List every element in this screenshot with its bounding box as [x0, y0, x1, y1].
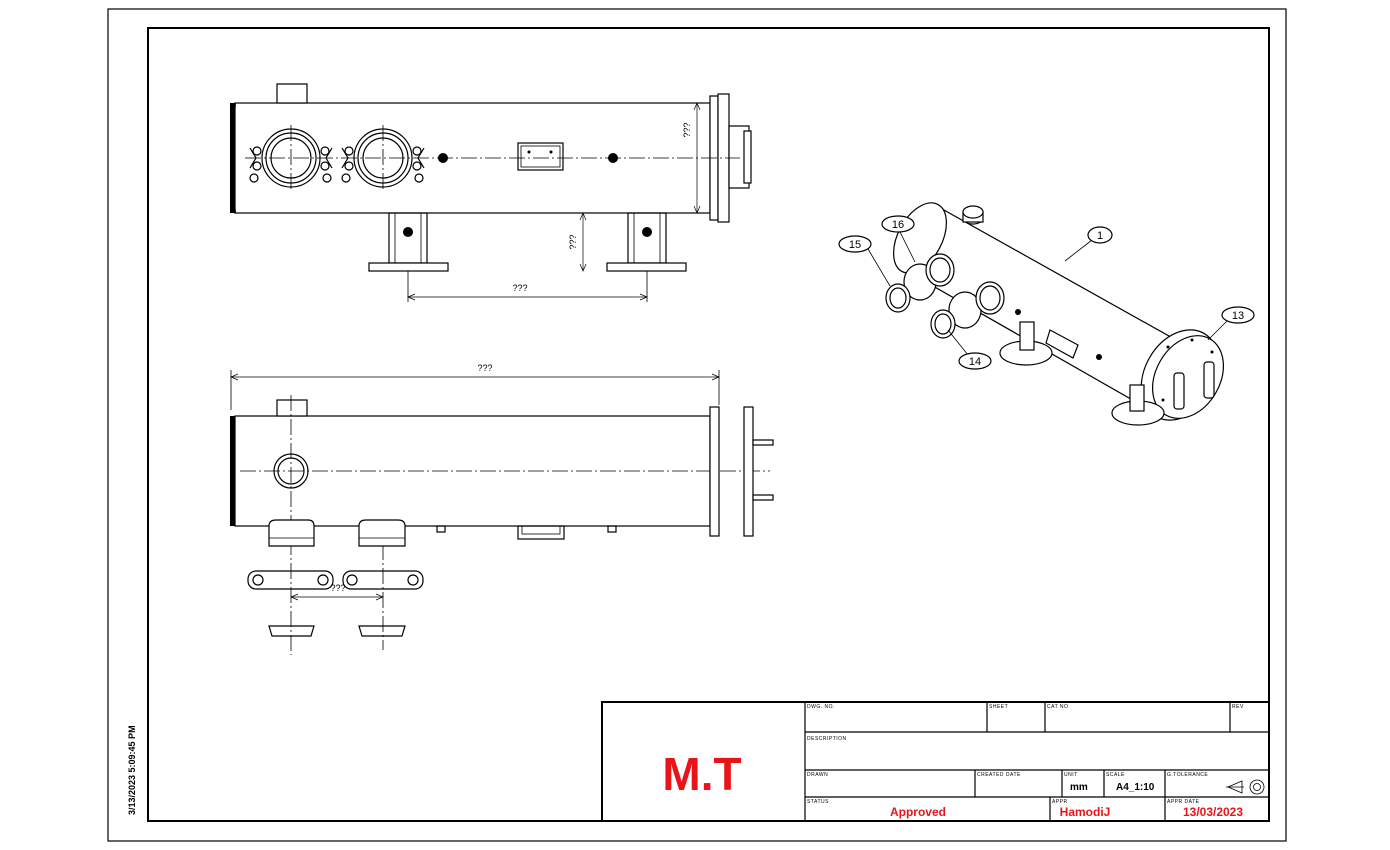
top-clamp-spacing-dim: ???	[290, 583, 384, 601]
front-nozzle-spacing-label: ???	[512, 283, 527, 293]
unit-label: UNIT	[1064, 772, 1078, 778]
svg-text:1: 1	[1097, 230, 1103, 242]
projection-symbol-icon	[1226, 779, 1265, 795]
balloon-1: 1	[1064, 226, 1113, 262]
unit-value: mm	[1070, 782, 1088, 793]
top-cap-2	[358, 625, 406, 637]
front-bottom-nozzle-1	[368, 212, 449, 272]
front-nameplate-bracket	[517, 142, 564, 171]
appr-value: HamodiJ	[1060, 805, 1111, 819]
top-overall-length-label: ???	[477, 363, 492, 373]
status-label: STATUS	[807, 799, 829, 805]
front-bottom-nozzle-2	[606, 212, 687, 272]
tolerance-label: G.TOLERANCE	[1167, 772, 1208, 778]
top-bottom-nozzle-1	[268, 519, 315, 547]
sheet-label: SHEET	[989, 704, 1008, 710]
svg-text:13: 13	[1232, 310, 1244, 322]
top-right-cover	[743, 406, 754, 537]
balloon-14: 14	[947, 329, 992, 370]
appr-date-label: APPR DATE	[1167, 799, 1200, 805]
front-nozzle-spacing-dim: ???	[407, 271, 648, 302]
front-nozzle-height-label: ???	[568, 234, 578, 249]
front-nozzle-height-dim: ???	[568, 212, 628, 272]
top-overall-length-dim: ???	[230, 363, 720, 410]
iso-port-14	[948, 281, 1005, 329]
company-logo: M.T	[662, 748, 741, 800]
top-top-nozzle	[276, 399, 308, 417]
balloon-16: 16	[881, 215, 916, 263]
balloon-13: 13	[1207, 306, 1255, 341]
front-socket-1	[438, 153, 448, 163]
iso-port-16	[903, 253, 955, 301]
appr-date-value: 13/03/2023	[1183, 805, 1243, 819]
front-flange-height-dim: ???	[682, 102, 701, 214]
top-clamp-spacing-label: ???	[330, 583, 345, 593]
created-date-label: CREATED DATE	[977, 772, 1021, 778]
front-flange-height-label: ???	[682, 122, 692, 137]
svg-text:15: 15	[849, 239, 861, 251]
balloon-15: 15	[838, 235, 891, 287]
top-right-flange	[709, 406, 720, 537]
top-nameplate-bracket	[517, 525, 565, 540]
description-label: DESCRIPTION	[807, 736, 847, 742]
top-cap-1	[268, 625, 315, 637]
drawn-label: DRAWN	[807, 772, 828, 778]
appr-label: APPR	[1052, 799, 1068, 805]
isometric-view: 1 13 14 15 16	[838, 202, 1255, 426]
top-clamp-1	[247, 570, 334, 590]
title-block: M.T DWG. NO. SHEET CAT NO REV DESCRIPTIO…	[601, 701, 1270, 822]
svg-text:14: 14	[969, 356, 981, 368]
top-view: ???	[230, 363, 774, 655]
front-view: ??? ??? ???	[230, 83, 752, 302]
cat-no-label: CAT NO	[1047, 704, 1068, 710]
outer-border	[107, 8, 1287, 842]
dwg-no-label: DWG. NO.	[807, 704, 835, 710]
top-bottom-nozzle-2	[358, 519, 406, 547]
top-clamp-2	[342, 570, 424, 590]
front-socket-2	[608, 153, 618, 163]
rev-label: REV	[1232, 704, 1244, 710]
print-timestamp: 3/13/2023 5:09:45 PM	[127, 725, 137, 815]
scale-value: A4_1:10	[1116, 782, 1155, 793]
scale-label: SCALE	[1106, 772, 1125, 778]
status-value: Approved	[890, 805, 946, 819]
front-top-nozzle	[276, 83, 308, 104]
svg-text:16: 16	[892, 219, 904, 231]
